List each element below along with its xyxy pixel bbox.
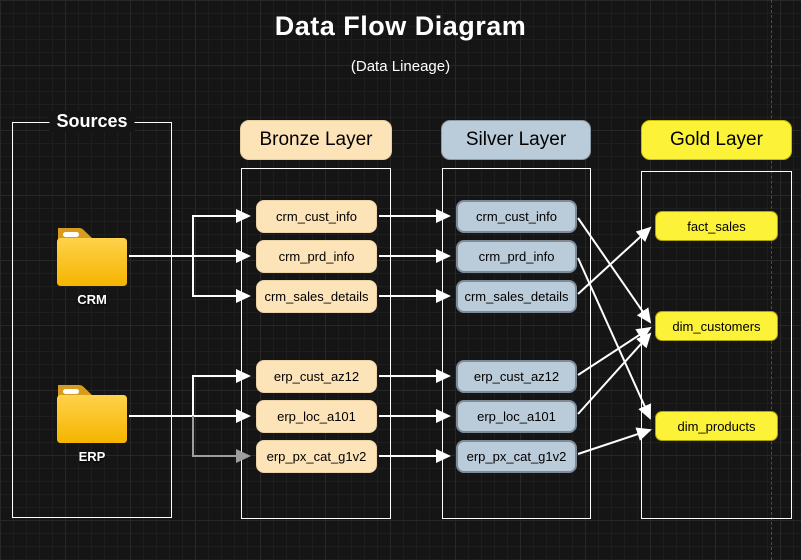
bronze-node-crm-sales-details[interactable]: crm_sales_details — [256, 280, 377, 313]
silver-node-crm-prd-info[interactable]: crm_prd_info — [456, 240, 577, 273]
gold-node-dim-customers[interactable]: dim_customers — [655, 311, 778, 341]
silver-node-crm-cust-info[interactable]: crm_cust_info — [456, 200, 577, 233]
silver-node-erp-cust-az12[interactable]: erp_cust_az12 — [456, 360, 577, 393]
silver-node-erp-loc-a101[interactable]: erp_loc_a101 — [456, 400, 577, 433]
diagram-title: Data Flow Diagram — [274, 11, 527, 41]
bronze-node-crm-cust-info[interactable]: crm_cust_info — [256, 200, 377, 233]
bronze-node-erp-loc-a101[interactable]: erp_loc_a101 — [256, 400, 377, 433]
crm-folder-label: CRM — [77, 292, 107, 307]
bronze-node-erp-px-cat-g1v2[interactable]: erp_px_cat_g1v2 — [256, 440, 377, 473]
gold-node-dim-products[interactable]: dim_products — [655, 411, 778, 441]
bronze-node-crm-prd-info[interactable]: crm_prd_info — [256, 240, 377, 273]
erp-folder-icon[interactable] — [55, 382, 129, 451]
bronze-node-erp-cust-az12[interactable]: erp_cust_az12 — [256, 360, 377, 393]
silver-node-crm-sales-details[interactable]: crm_sales_details — [456, 280, 577, 313]
gold-layer-header[interactable]: Gold Layer — [641, 120, 792, 160]
page-break-line — [771, 0, 772, 560]
gold-node-fact-sales[interactable]: fact_sales — [655, 211, 778, 241]
bronze-layer-container[interactable] — [241, 168, 391, 519]
crm-folder-icon[interactable] — [55, 225, 129, 294]
bronze-layer-header[interactable]: Bronze Layer — [240, 120, 392, 160]
silver-layer-header[interactable]: Silver Layer — [441, 120, 591, 160]
erp-folder-label: ERP — [78, 449, 106, 464]
sources-group-label: Sources — [49, 111, 135, 132]
silver-node-erp-px-cat-g1v2[interactable]: erp_px_cat_g1v2 — [456, 440, 577, 473]
diagram-subtitle: (Data Lineage) — [350, 58, 451, 75]
